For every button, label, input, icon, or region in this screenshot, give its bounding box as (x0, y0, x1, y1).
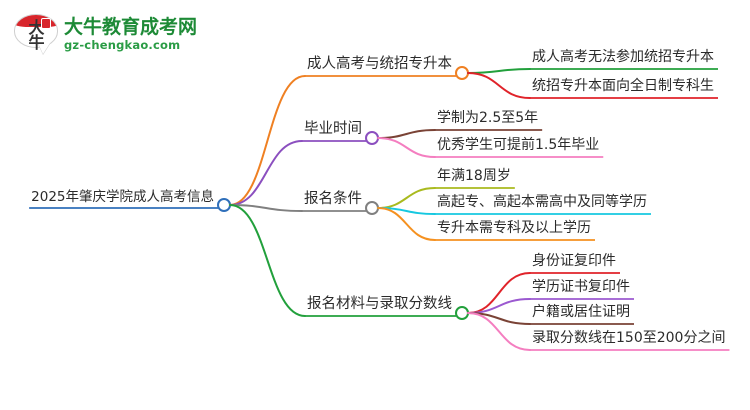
node-hub-circle[interactable] (217, 198, 231, 212)
branch-connector (229, 75, 306, 206)
mindmap-branch-3[interactable]: 报名条件 (304, 190, 362, 207)
branch-connector (467, 72, 531, 99)
site-logo: 大 牛 大牛教育成考网 gz-chengkao.com (14, 10, 197, 58)
mindmap-leaf-4-1[interactable]: 身份证复印件 (532, 253, 616, 269)
mindmap-leaf-4-2[interactable]: 学历证书复印件 (532, 279, 630, 295)
mindmap-leaf-3-1[interactable]: 年满18周岁 (437, 168, 511, 184)
logo-mark-line1: 大 (28, 18, 44, 37)
node-hub-circle[interactable] (365, 201, 379, 215)
branch-connector (377, 207, 436, 241)
branch-connector (229, 204, 306, 317)
mindmap-leaf-4-4[interactable]: 录取分数线在150至200分之间 (532, 330, 726, 346)
logo-bubble-icon: 大 牛 (14, 13, 58, 55)
mindmap-leaf-2-2[interactable]: 优秀学生可提前1.5年毕业 (437, 137, 600, 153)
logo-text-block: 大牛教育成考网 gz-chengkao.com (64, 16, 197, 52)
branch-connector (467, 312, 531, 351)
bubble-red-dot (41, 18, 51, 29)
mindmap-leaf-1-2[interactable]: 统招专升本面向全日制专科生 (532, 78, 714, 94)
node-hub-circle[interactable] (365, 131, 379, 145)
mindmap-leaf-3-3[interactable]: 专升本需专科及以上学历 (437, 220, 591, 236)
mindmap-leaf-1-1[interactable]: 成人高考无法参加统招专升本 (532, 49, 714, 65)
mindmap-root-node[interactable]: 2025年肇庆学院成人高考信息 (31, 188, 214, 205)
branch-connector (377, 129, 436, 139)
node-hub-circle[interactable] (455, 66, 469, 80)
logo-mark-text: 大 牛 (14, 18, 58, 52)
mindmap-branch-1[interactable]: 成人高考与统招专升本 (307, 55, 452, 72)
branch-connector (229, 204, 303, 212)
branch-connector (229, 140, 303, 206)
mindmap-leaf-2-1[interactable]: 学制为2.5至5年 (437, 110, 539, 126)
logo-subtitle: gz-chengkao.com (64, 38, 181, 52)
mindmap-leaf-3-2[interactable]: 高起专、高起本需高中及同等学历 (437, 194, 647, 210)
bubble-tail (38, 43, 50, 54)
logo-mark-line2: 牛 (28, 33, 44, 52)
branch-connector (377, 187, 436, 209)
mindmap-leaf-4-3[interactable]: 户籍或居住证明 (532, 304, 630, 320)
branch-connector (467, 68, 531, 74)
mindmap-branch-2[interactable]: 毕业时间 (304, 120, 362, 137)
node-hub-circle[interactable] (455, 306, 469, 320)
mindmap-branch-4[interactable]: 报名材料与录取分数线 (307, 295, 452, 312)
branch-connector (377, 137, 436, 158)
logo-title: 大牛教育成考网 (64, 16, 198, 38)
